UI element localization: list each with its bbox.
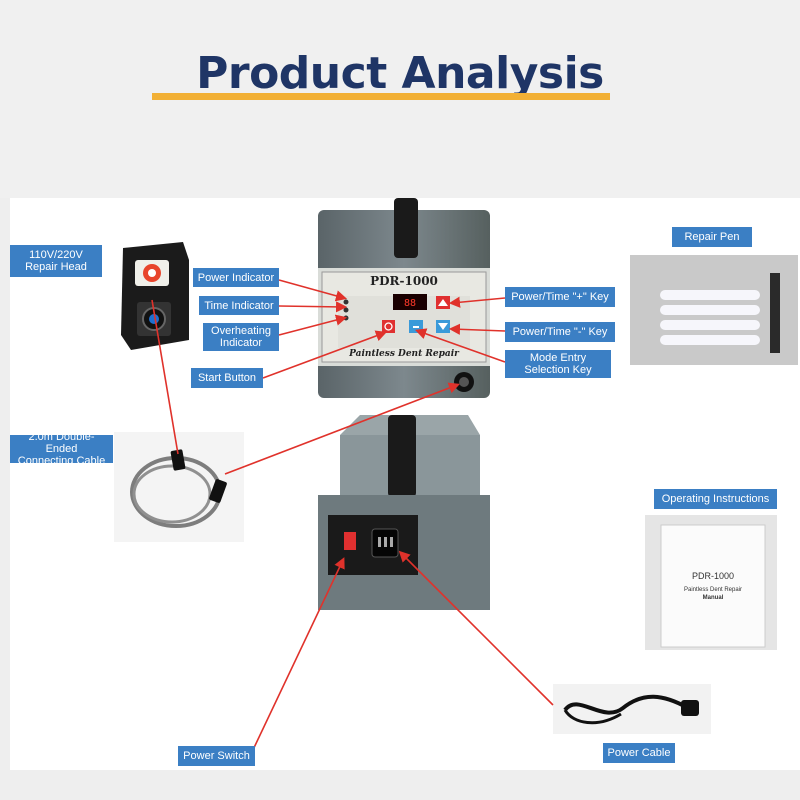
power-cable-image xyxy=(553,684,711,734)
label-minus-key: Power/Time "-" Key xyxy=(505,322,615,342)
page-title: Product Analysis xyxy=(196,48,604,99)
connecting-cable-image xyxy=(114,432,244,542)
label-plus-key: Power/Time "+" Key xyxy=(505,287,615,307)
repair-head-image xyxy=(121,242,189,350)
label-overheating-indicator: Overheating Indicator xyxy=(203,323,279,351)
label-power-switch: Power Switch xyxy=(178,746,255,766)
manual-title-text: Manual xyxy=(703,595,724,601)
device-model-text: PDR-1000 xyxy=(370,274,438,288)
manual-image: PDR-1000 Paintless Dent Repair Manual xyxy=(645,515,777,650)
device-caption-text: Paintless Dent Repair xyxy=(348,349,460,359)
device-back-image xyxy=(318,415,490,610)
label-connecting-cable: 2.0m Double-Ended Connecting Cable xyxy=(10,431,113,467)
svg-text:88: 88 xyxy=(404,298,416,309)
manual-subtitle-text: Paintless Dent Repair xyxy=(684,587,742,593)
label-time-indicator: Time Indicator xyxy=(199,296,279,315)
label-start-button: Start Button xyxy=(191,368,263,388)
repair-pen-image xyxy=(630,255,798,365)
label-repair-pen: Repair Pen xyxy=(672,227,752,247)
label-operating-instructions: Operating Instructions xyxy=(654,489,777,509)
label-repair-head: 110V/220V Repair Head xyxy=(10,245,102,277)
label-power-cable: Power Cable xyxy=(603,743,675,763)
device-front-image: PDR-1000 88 Paintless Dent Repair xyxy=(318,198,490,398)
label-power-indicator: Power Indicator xyxy=(193,268,279,287)
manual-model-text: PDR-1000 xyxy=(692,571,734,581)
title-underline xyxy=(152,93,610,100)
label-mode-key: Mode Entry Selection Key xyxy=(505,350,611,378)
